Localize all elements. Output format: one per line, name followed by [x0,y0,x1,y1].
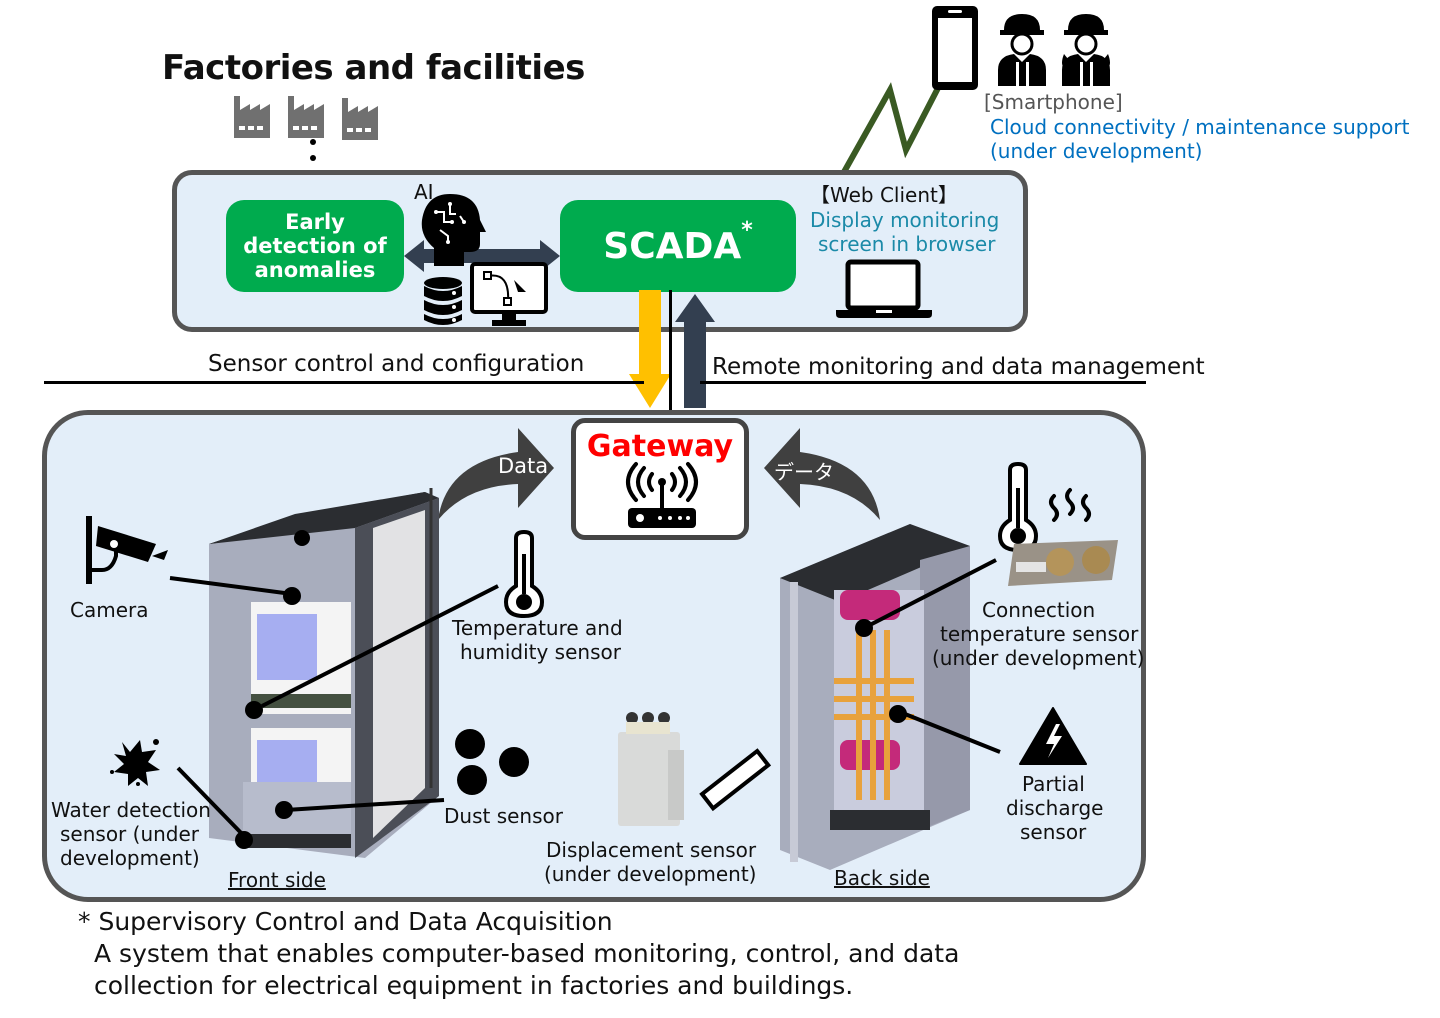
anomaly-line: Early [285,210,345,234]
wireless-link-icon [841,82,941,174]
footnote-desc-2: collection for electrical equipment in f… [94,971,854,1000]
ai-head-icon [421,194,486,266]
page-title: Factories and facilities [162,48,585,88]
bidirectional-arrow [404,240,560,272]
network-line [700,381,1146,384]
scada-label: SCADA [603,225,742,267]
displacement-label-2: (under development) [544,862,757,886]
pointer-dot [889,705,907,723]
smartphone-label: [Smartphone] [984,90,1123,114]
pointer-dot [275,801,293,819]
back-side-label: Back side [834,866,930,890]
factory-icon [342,98,378,140]
dust-icon [455,729,529,795]
link-line [669,290,672,410]
pointer-dot [855,619,873,637]
connection-temp-label-1: Connection [982,598,1096,622]
anomaly-line: anomalies [254,258,376,282]
web-client-desc-1: Display monitoring [810,208,1000,232]
anomaly-detection-box[interactable]: Early detection of anomalies [226,200,404,292]
sensor-control-label: Sensor control and configuration [208,351,585,377]
water-sensor-label-2: sensor (under [60,822,200,846]
water-sensor-label-3: development) [60,846,200,870]
displacement-label-1: Displacement sensor [546,838,757,862]
camera-icon [86,516,168,584]
monitor-graph-icon [470,262,548,326]
ellipsis-dot [310,139,316,145]
web-client-label: 【Web Client】 [810,183,958,207]
data-label-left: Data [498,454,549,478]
water-splash-icon [110,739,160,786]
connection-temp-icon [997,461,1091,553]
router-icon [626,462,698,528]
up-arrow [675,294,715,408]
cloud-connectivity-text: Cloud connectivity / maintenance support [990,115,1410,139]
partial-discharge-label-3: sensor [1020,820,1087,844]
partial-discharge-label-1: Partial [1022,772,1085,796]
down-arrow [629,290,671,408]
laptop-icon [836,259,932,318]
dust-sensor-label: Dust sensor [444,804,563,828]
pointer-dot [235,831,253,849]
temp-humidity-label-2: humidity sensor [460,640,621,664]
camera-label: Camera [70,598,149,622]
displacement-device [618,712,684,826]
partial-discharge-label-2: discharge [1006,796,1104,820]
pointer-dot [283,587,301,605]
worker-icon [998,14,1046,86]
high-voltage-icon [1019,707,1087,765]
back-cabinet [780,524,970,870]
worker-icon [1062,14,1110,86]
footnote-desc-1: A system that enables computer-based mon… [94,939,960,968]
data-label-right: データ [774,460,834,484]
connection-temp-label-2: temperature sensor [940,622,1139,646]
terminal-photo [1008,540,1118,586]
anomaly-line: detection of [243,234,387,258]
remote-monitoring-label: Remote monitoring and data management [712,354,1205,380]
temp-humidity-label-1: Temperature and [452,616,623,640]
pointer-dot [245,701,263,719]
data-arrow-right [764,428,880,520]
water-sensor-label-1: Water detection [51,798,211,822]
scada-footnote-mark: * [741,218,753,243]
ellipsis-dot [310,155,316,161]
workers-icon [998,14,1110,86]
smartphone-icon [932,6,978,90]
network-line [44,381,644,384]
scada-box[interactable]: SCADA* [560,200,796,292]
gateway-label: Gateway [586,429,734,464]
data-arrow-left [438,428,554,520]
ruler-icon [699,748,772,812]
pointer-dot [294,530,310,546]
thermometer-icon [503,529,545,619]
factory-icons [234,96,378,161]
factory-icon [288,96,324,138]
factory-icon [234,96,270,138]
ai-label: AI [414,180,434,204]
cloud-under-development-text: (under development) [990,139,1203,163]
connection-temp-label-3: (under development) [932,646,1145,670]
front-side-label: Front side [228,868,326,892]
web-client-desc-2: screen in browser [818,232,996,256]
database-icon [424,277,462,325]
link-arrows [629,290,715,410]
footnote-title: * Supervisory Control and Data Acquisiti… [78,907,613,936]
